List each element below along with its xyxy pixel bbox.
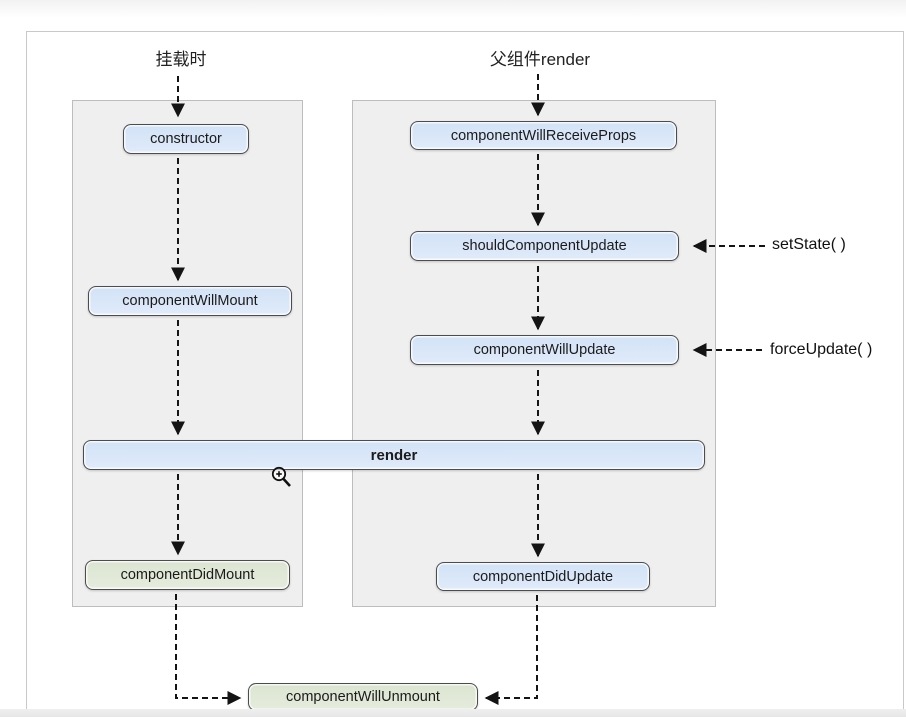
top-edge-band — [0, 0, 906, 18]
bottom-edge-band — [0, 709, 906, 717]
node-component-will-receive-props-label: componentWillReceiveProps — [450, 127, 637, 144]
lane-title-parent-render: 父组件render — [489, 50, 591, 69]
lane-mounting — [72, 100, 303, 607]
node-should-component-update-label: shouldComponentUpdate — [462, 238, 627, 254]
node-constructor: constructor — [123, 124, 249, 154]
node-component-did-update-label: componentDidUpdate — [472, 568, 614, 585]
lane-title-mounting: 挂载时 — [155, 50, 207, 69]
node-component-will-receive-props: componentWillReceiveProps — [410, 121, 677, 150]
annotation-force-update: forceUpdate( ) — [770, 341, 873, 358]
node-component-will-unmount: componentWillUnmount — [248, 683, 478, 711]
annotation-set-state: setState( ) — [772, 236, 846, 253]
node-component-will-mount: componentWillMount — [88, 286, 292, 316]
node-should-component-update: shouldComponentUpdate — [410, 231, 679, 261]
node-component-will-update: componentWillUpdate — [410, 335, 679, 365]
node-constructor-label: constructor — [150, 131, 222, 147]
node-component-did-update: componentDidUpdate — [436, 562, 650, 591]
node-render: render — [83, 440, 705, 470]
node-component-will-mount-label: componentWillMount — [122, 293, 258, 309]
zoom-in-cursor-icon — [271, 466, 291, 487]
node-component-will-unmount-label: componentWillUnmount — [286, 689, 440, 705]
node-component-did-mount-label: componentDidMount — [120, 567, 255, 583]
node-component-will-update-label: componentWillUpdate — [473, 342, 616, 358]
node-component-did-mount: componentDidMount — [85, 560, 290, 590]
node-render-label: render — [370, 446, 418, 464]
